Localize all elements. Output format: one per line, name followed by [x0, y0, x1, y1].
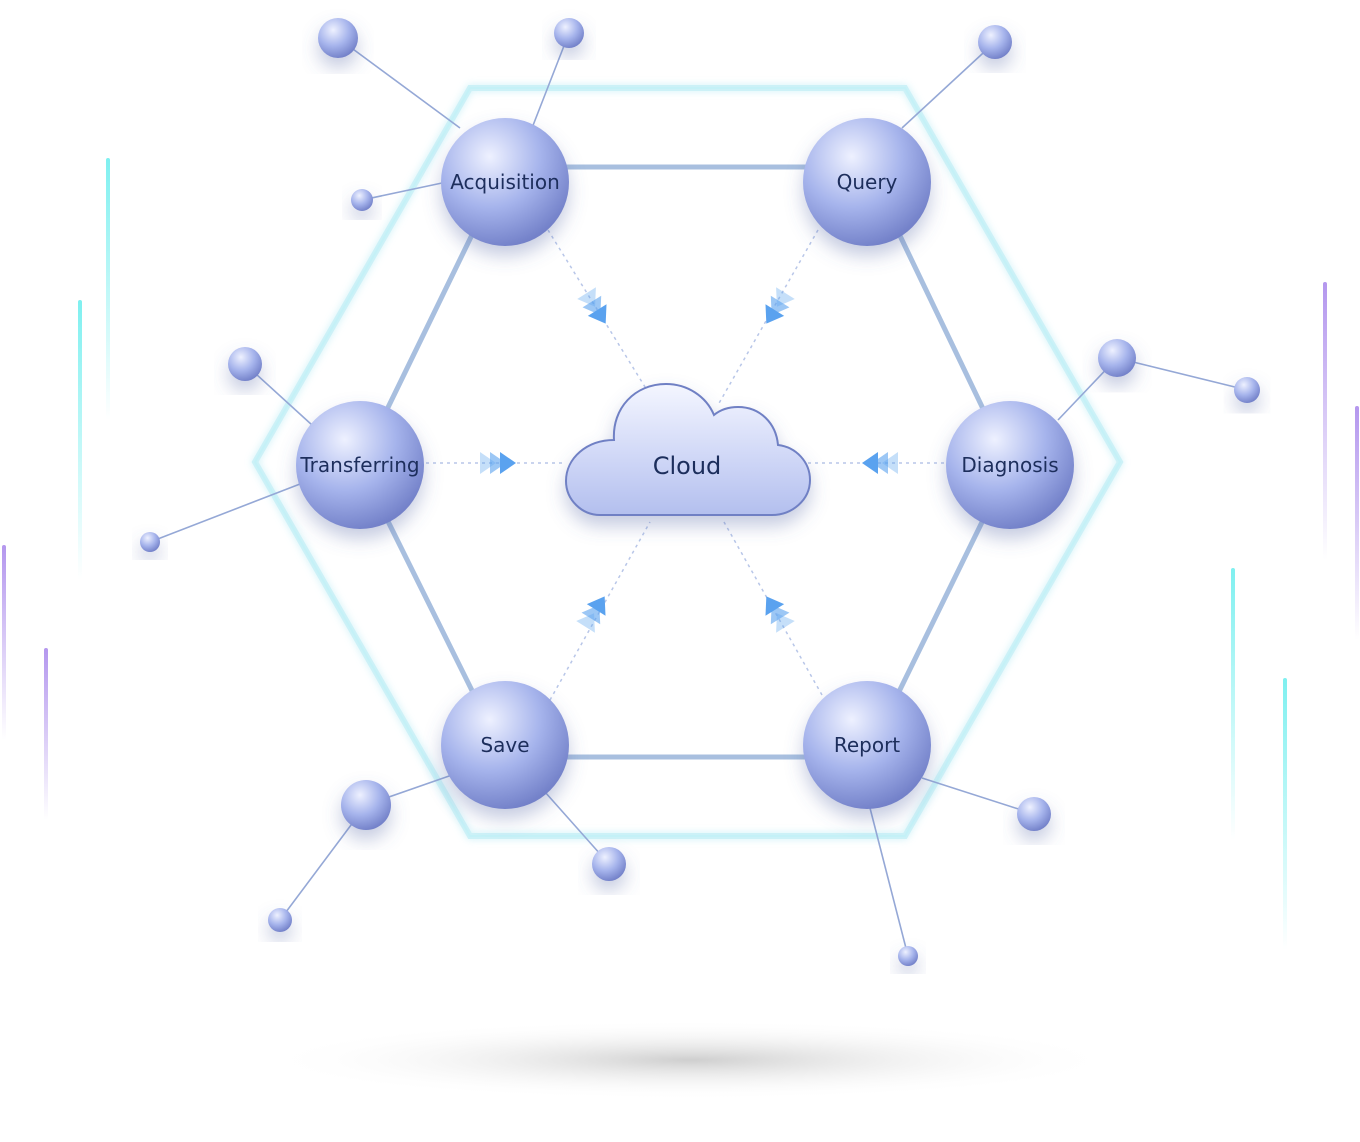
cloud-label: Cloud — [653, 452, 722, 480]
node-label: Acquisition — [450, 170, 560, 194]
dotted-connector — [549, 521, 651, 701]
satellite-sphere — [1017, 797, 1051, 831]
accent-bar — [2, 545, 6, 740]
node-label: Report — [834, 733, 900, 757]
satellite-sphere — [978, 25, 1012, 59]
accent-bar — [78, 300, 82, 580]
node-sphere — [296, 401, 424, 529]
satellite-sphere — [592, 847, 626, 881]
cloud-node[interactable]: Cloud — [564, 382, 812, 516]
cloud-icon — [564, 382, 812, 516]
flow-arrows — [480, 287, 898, 633]
node-sphere — [803, 681, 931, 809]
satellite-sphere — [268, 908, 292, 932]
satellite-sphere — [1098, 339, 1136, 377]
node-sphere — [441, 118, 569, 246]
node-label: Save — [480, 733, 529, 757]
triple-chevron-arrow-icon — [765, 596, 795, 633]
node-sphere — [803, 118, 931, 246]
outer-hexagon-edge — [253, 87, 1122, 837]
triple-chevron-arrow-icon — [862, 452, 898, 474]
accent-bar — [1231, 568, 1235, 840]
tether-line — [1116, 357, 1248, 391]
tether-line — [921, 777, 1035, 815]
tether-line — [531, 32, 570, 129]
floor-shadow — [260, 1020, 1120, 1100]
satellite-sphere — [1234, 377, 1260, 403]
triple-chevron-arrow-icon — [576, 596, 606, 633]
triple-chevron-arrow-icon — [765, 287, 795, 324]
satellite-sphere — [228, 347, 262, 381]
node-sphere — [441, 681, 569, 809]
accent-bar — [1283, 678, 1287, 950]
satellite-sphere — [351, 189, 373, 211]
node-sphere — [946, 401, 1074, 529]
node-save[interactable]: Save — [441, 681, 569, 809]
tether-line — [149, 483, 301, 543]
accent-bar — [1323, 282, 1327, 560]
node-label: Transferring — [299, 453, 419, 477]
tether-line — [869, 807, 909, 957]
tether-line — [361, 182, 443, 201]
node-transferring[interactable]: Transferring — [296, 401, 424, 529]
satellite-sphere — [140, 532, 160, 552]
node-report[interactable]: Report — [803, 681, 931, 809]
node-diagnosis[interactable]: Diagnosis — [946, 401, 1074, 529]
node-query[interactable]: Query — [803, 118, 931, 246]
dotted-connector — [547, 229, 651, 396]
triple-chevron-arrow-icon — [577, 287, 607, 324]
accent-bar — [44, 648, 48, 820]
satellite-spheres — [140, 18, 1260, 966]
node-label: Diagnosis — [961, 453, 1058, 477]
accent-bar — [1355, 406, 1359, 640]
satellite-sphere — [318, 18, 358, 58]
accent-bar — [106, 158, 110, 420]
tether-line — [337, 37, 461, 129]
node-label: Query — [837, 170, 898, 194]
node-acquisition[interactable]: Acquisition — [441, 118, 569, 246]
satellite-sphere — [898, 946, 918, 966]
satellite-sphere — [554, 18, 584, 48]
decorative-accent-bars — [2, 158, 1359, 950]
triple-chevron-arrow-icon — [480, 452, 516, 474]
satellite-sphere — [341, 780, 391, 830]
tether-line — [901, 41, 996, 129]
